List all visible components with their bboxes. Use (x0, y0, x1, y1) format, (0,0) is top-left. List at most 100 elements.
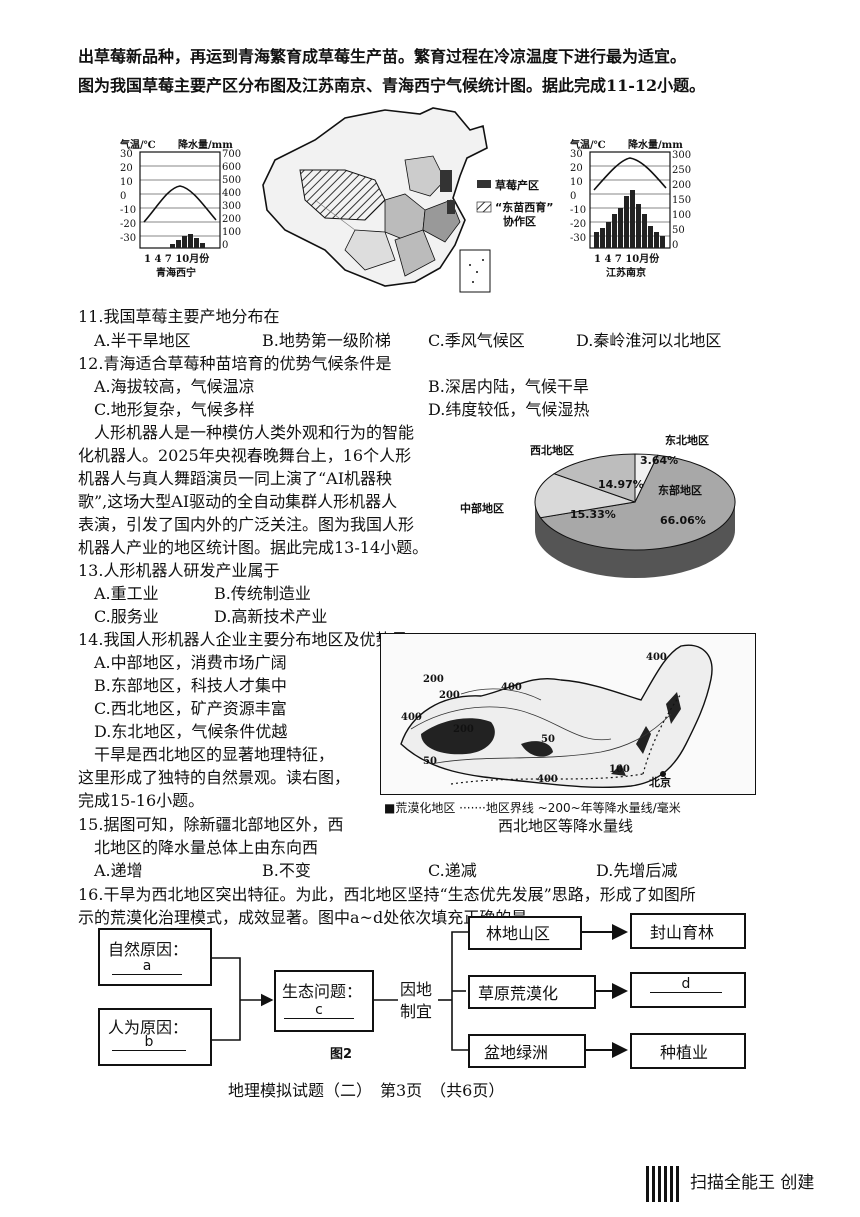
blank-b: b (112, 1034, 186, 1051)
planting-box (630, 1033, 746, 1069)
robot-para-6: 机器人产业的地区统计图。据此完成13-14小题。 (78, 538, 429, 557)
q11-option-a: A.半干旱地区 (94, 331, 191, 350)
pie-slice-西北地区 (553, 453, 636, 503)
strawberry-map: 草莓产区 “东苗西育” 协作区 (255, 100, 565, 298)
page-footer: 地理模拟试题（二） 第3页 （共6页） (228, 1081, 505, 1100)
pie-label-east: 东部地区 (658, 484, 702, 497)
yindi-line-2: 制宜 (400, 1002, 433, 1021)
q15-option-c: C.递减 (428, 861, 477, 880)
q11-option-d: D.秦岭淮河以北地区 (576, 331, 722, 350)
contour-label: 200 (439, 690, 460, 701)
q13-option-b: B.传统制造业 (214, 584, 311, 603)
nw-map-legend: ■荒漠化地区 ·······地区界线 ~200~年等降水量线/毫米 (384, 801, 681, 815)
robot-para-2: 化机器人。2025年央视春晚舞台上，16个人形 (78, 446, 412, 465)
forest-box (468, 916, 582, 950)
figure-2-label: 图2 (330, 1047, 353, 1062)
d-box (630, 972, 746, 1008)
robot-para-3: 机器人与真人舞蹈演员一同上演了“AI机器秧 (78, 469, 393, 488)
q13-option-a: A.重工业 (94, 584, 159, 603)
beijing-label: 北京 (649, 776, 671, 789)
pie-slice-中部地区 (534, 473, 636, 519)
q14-option-d: D.东北地区，气候条件优越 (94, 722, 288, 741)
q14-option-a: A.中部地区，消费市场广阔 (94, 653, 287, 672)
q12-stem: 12.青海适合草莓种苗培育的优势气候条件是 (78, 354, 392, 373)
legend-strawberry-area: 草莓产区 (495, 179, 539, 192)
precip-axis-label: 降水量/mm (178, 140, 233, 151)
nw-precip-map: 400 200 200 400 400 200 50 50 400 100 北京 (380, 633, 756, 795)
robot-industry-pie-chart: 西北地区 东北地区 3.64% 14.97% 东部地区 中部地区 15.33% … (450, 420, 750, 600)
pie-slice-东北地区 (634, 453, 659, 503)
contour-label: 400 (646, 652, 667, 663)
grassland-box (468, 975, 596, 1009)
nw-para-3: 完成15-16小题。 (78, 791, 205, 810)
robot-para-5: 表演，引发了国内外的广泛关注。图为我国人形 (78, 515, 415, 534)
q12-option-b: B.深居内陆，气候干旱 (428, 377, 589, 396)
month-label: 1 4 7 10月份 (594, 254, 660, 265)
qr-code-icon (646, 1166, 682, 1202)
contour-label: 50 (541, 734, 555, 745)
nw-para-1: 干旱是西北地区的显著地理特征， (94, 745, 335, 764)
q16-stem-1: 16.干旱为西北地区突出特征。为此，西北地区坚持“生态优先发展”思路，形成了如图… (78, 885, 696, 904)
robot-para-1: 人形机器人是一种模仿人类外观和行为的智能 (94, 423, 415, 442)
pie-label-central: 中部地区 (460, 502, 504, 515)
scanner-watermark: 扫描全能王 创建 (690, 1173, 815, 1193)
q15-stem-1: 15.据图可知，除新疆北部地区外，西 (78, 815, 344, 834)
contour-label: 50 (423, 756, 437, 767)
blank-d: d (650, 976, 722, 993)
precip-axis-label: 降水量/mm (628, 140, 683, 151)
oasis-label: 盆地绿洲 (484, 1043, 549, 1062)
forest-label: 林地山区 (486, 924, 551, 943)
contour-label: 400 (537, 774, 558, 785)
q12-option-a: A.海拔较高，气候温凉 (94, 377, 255, 396)
q13-option-d: D.高新技术产业 (214, 607, 328, 626)
natural-cause-box (98, 928, 212, 986)
intro-line-1: 出草莓新品种，再运到青海繁育成草莓生产苗。繁育过程在冷凉温度下进行最为适宜。 (78, 47, 687, 66)
city-label: 江苏南京 (606, 268, 646, 279)
natural-cause-label: 自然原因： (108, 940, 189, 959)
planting-label: 种植业 (660, 1043, 709, 1062)
contour-label: 200 (423, 674, 444, 685)
q11-option-c: C.季风气候区 (428, 331, 525, 350)
fengshan-label: 封山育林 (650, 923, 715, 942)
month-label: 1 4 7 10月份 (144, 254, 210, 265)
q11-option-b: B.地势第一级阶梯 (262, 331, 391, 350)
pie-svg (534, 453, 736, 578)
blank-c: c (284, 1002, 354, 1019)
eco-problem-box (274, 970, 374, 1032)
contour-label: 400 (401, 712, 422, 723)
temp-axis-label: 气温/℃ (570, 140, 606, 151)
eco-problem-label: 生态问题： (282, 982, 363, 1001)
human-cause-box (98, 1008, 212, 1066)
q13-option-c: C.服务业 (94, 607, 159, 626)
q14-option-c: C.西北地区，矿产资源丰富 (94, 699, 287, 718)
blank-a: a (112, 958, 182, 975)
nw-para-2: 这里形成了独特的自然景观。读右图， (78, 768, 351, 787)
q14-option-b: B.东部地区，科技人才集中 (94, 676, 287, 695)
yindi-line-1: 因地 (400, 980, 433, 999)
pie-label-northwest: 西北地区 (530, 444, 574, 457)
q15-option-b: B.不变 (262, 861, 311, 880)
city-label: 青海西宁 (156, 268, 196, 279)
oasis-box (468, 1034, 586, 1068)
legend-cooperation-area-2: 协作区 (503, 215, 536, 228)
q12-option-c: C.地形复杂，气候多样 (94, 400, 255, 419)
q11-stem: 11.我国草莓主要产地分布在 (78, 307, 280, 326)
pie-pct-east: 66.06% (660, 514, 706, 527)
q14-stem: 14.我国人形机器人企业主要分布地区及优势是 (78, 630, 408, 649)
pie-label-northeast: 东北地区 (665, 434, 709, 447)
temp-axis-label: 气温/℃ (120, 140, 156, 151)
contour-label: 200 (453, 724, 474, 735)
grassland-label: 草原荒漠化 (478, 984, 559, 1003)
nw-map-caption: 西北地区等降水量线 (498, 817, 634, 835)
q15-option-d: D.先增后减 (596, 861, 678, 880)
q13-stem: 13.人形机器人研发产业属于 (78, 561, 280, 580)
pie-pct-northeast: 3.64% (640, 454, 679, 467)
pie-slice-东部地区 (539, 454, 736, 551)
q15-option-a: A.递增 (94, 861, 143, 880)
intro-line-2: 图为我国草莓主要产区分布图及江苏南京、青海西宁气候统计图。据此完成11-12小题… (78, 76, 706, 95)
